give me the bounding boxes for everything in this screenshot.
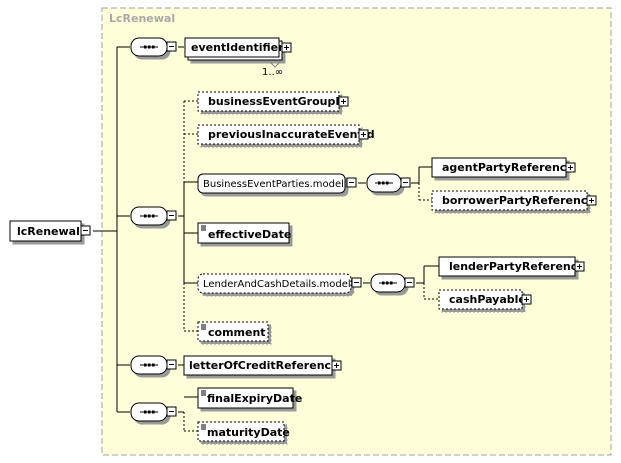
sequence-collapse-icon[interactable] <box>166 41 177 52</box>
sequence-compositor-2[interactable] <box>130 206 177 226</box>
expand-plus-icon[interactable] <box>565 162 576 173</box>
element-label: maturityDate <box>207 426 290 439</box>
simple-type-icon <box>201 424 206 430</box>
sequence-collapse-icon[interactable] <box>166 359 177 370</box>
element-label: eventIdentifier <box>191 41 284 54</box>
element-cash-payable[interactable]: cashPayable <box>438 289 532 310</box>
element-label: effectiveDate <box>208 228 291 241</box>
element-label: businessEventGroupId <box>208 95 347 108</box>
root-element-lcrenewal[interactable]: lcRenewal <box>9 220 91 242</box>
expand-plus-icon[interactable] <box>358 129 369 140</box>
connector-lines <box>93 46 439 413</box>
sequence-compositor-4[interactable] <box>130 402 177 422</box>
group-lcrenewal-frame <box>101 7 612 456</box>
element-label: finalExpiryDate <box>207 392 302 405</box>
element-business-event-group-id[interactable]: businessEventGroupId <box>197 91 349 112</box>
element-borrower-party-reference[interactable]: borrowerPartyReference <box>431 190 597 211</box>
simple-type-icon <box>201 324 206 330</box>
expand-plus-icon[interactable] <box>586 195 597 206</box>
expand-plus-icon[interactable] <box>521 294 532 305</box>
sequence-collapse-icon[interactable] <box>166 406 177 417</box>
element-comment[interactable]: comment <box>197 321 269 342</box>
element-label: agentPartyReference <box>442 161 574 174</box>
element-label: lenderPartyReference <box>449 260 585 273</box>
sequence-compositor-1[interactable] <box>130 37 177 57</box>
simple-type-icon <box>201 225 206 231</box>
group-ref-lender-and-cash-details-model[interactable]: LenderAndCashDetails.model <box>197 273 362 294</box>
element-label: letterOfCreditReference <box>189 359 339 372</box>
group-ref-label: BusinessEventParties.model <box>203 179 344 190</box>
expand-plus-icon[interactable] <box>281 42 292 53</box>
element-label: borrowerPartyReference <box>442 194 595 207</box>
expand-plus-icon[interactable] <box>338 96 349 107</box>
sequence-compositor-3[interactable] <box>130 355 177 375</box>
collapse-minus-icon[interactable] <box>346 177 357 188</box>
group-ref-label: LenderAndCashDetails.model <box>203 279 351 290</box>
collapse-minus-icon[interactable] <box>351 277 362 288</box>
element-lender-party-reference[interactable]: lenderPartyReference <box>438 256 585 277</box>
occurrence-label: 1..∞ <box>262 67 283 78</box>
expand-plus-icon[interactable] <box>331 360 342 371</box>
element-event-identifier[interactable]: eventIdentifier <box>184 37 292 68</box>
sequence-compositor-business-event-parties[interactable] <box>366 173 411 193</box>
element-agent-party-reference[interactable]: agentPartyReference <box>431 157 576 178</box>
element-maturity-date[interactable]: maturityDate <box>197 421 290 442</box>
element-final-expiry-date[interactable]: finalExpiryDate <box>197 387 302 409</box>
element-previous-inaccurate-event-id[interactable]: previousInaccurateEventId <box>197 124 375 145</box>
element-letter-of-credit-reference[interactable]: letterOfCreditReference <box>183 355 342 376</box>
element-effective-date[interactable]: effectiveDate <box>197 222 291 244</box>
sequence-collapse-icon[interactable] <box>166 210 177 221</box>
element-label: comment <box>208 326 266 339</box>
group-label: LcRenewal <box>109 12 175 25</box>
collapse-minus-icon[interactable] <box>80 225 91 236</box>
element-label: cashPayable <box>449 293 526 306</box>
sequence-collapse-icon[interactable] <box>404 277 415 288</box>
root-element-label: lcRenewal <box>17 225 80 238</box>
optional-connector-lines <box>183 100 439 432</box>
element-label: previousInaccurateEventId <box>208 128 375 141</box>
simple-type-icon <box>201 390 206 396</box>
sequence-collapse-icon[interactable] <box>400 177 411 188</box>
sequence-compositor-lender-and-cash[interactable] <box>370 273 415 293</box>
expand-plus-icon[interactable] <box>574 261 585 272</box>
group-ref-business-event-parties-model[interactable]: BusinessEventParties.model <box>197 173 357 194</box>
